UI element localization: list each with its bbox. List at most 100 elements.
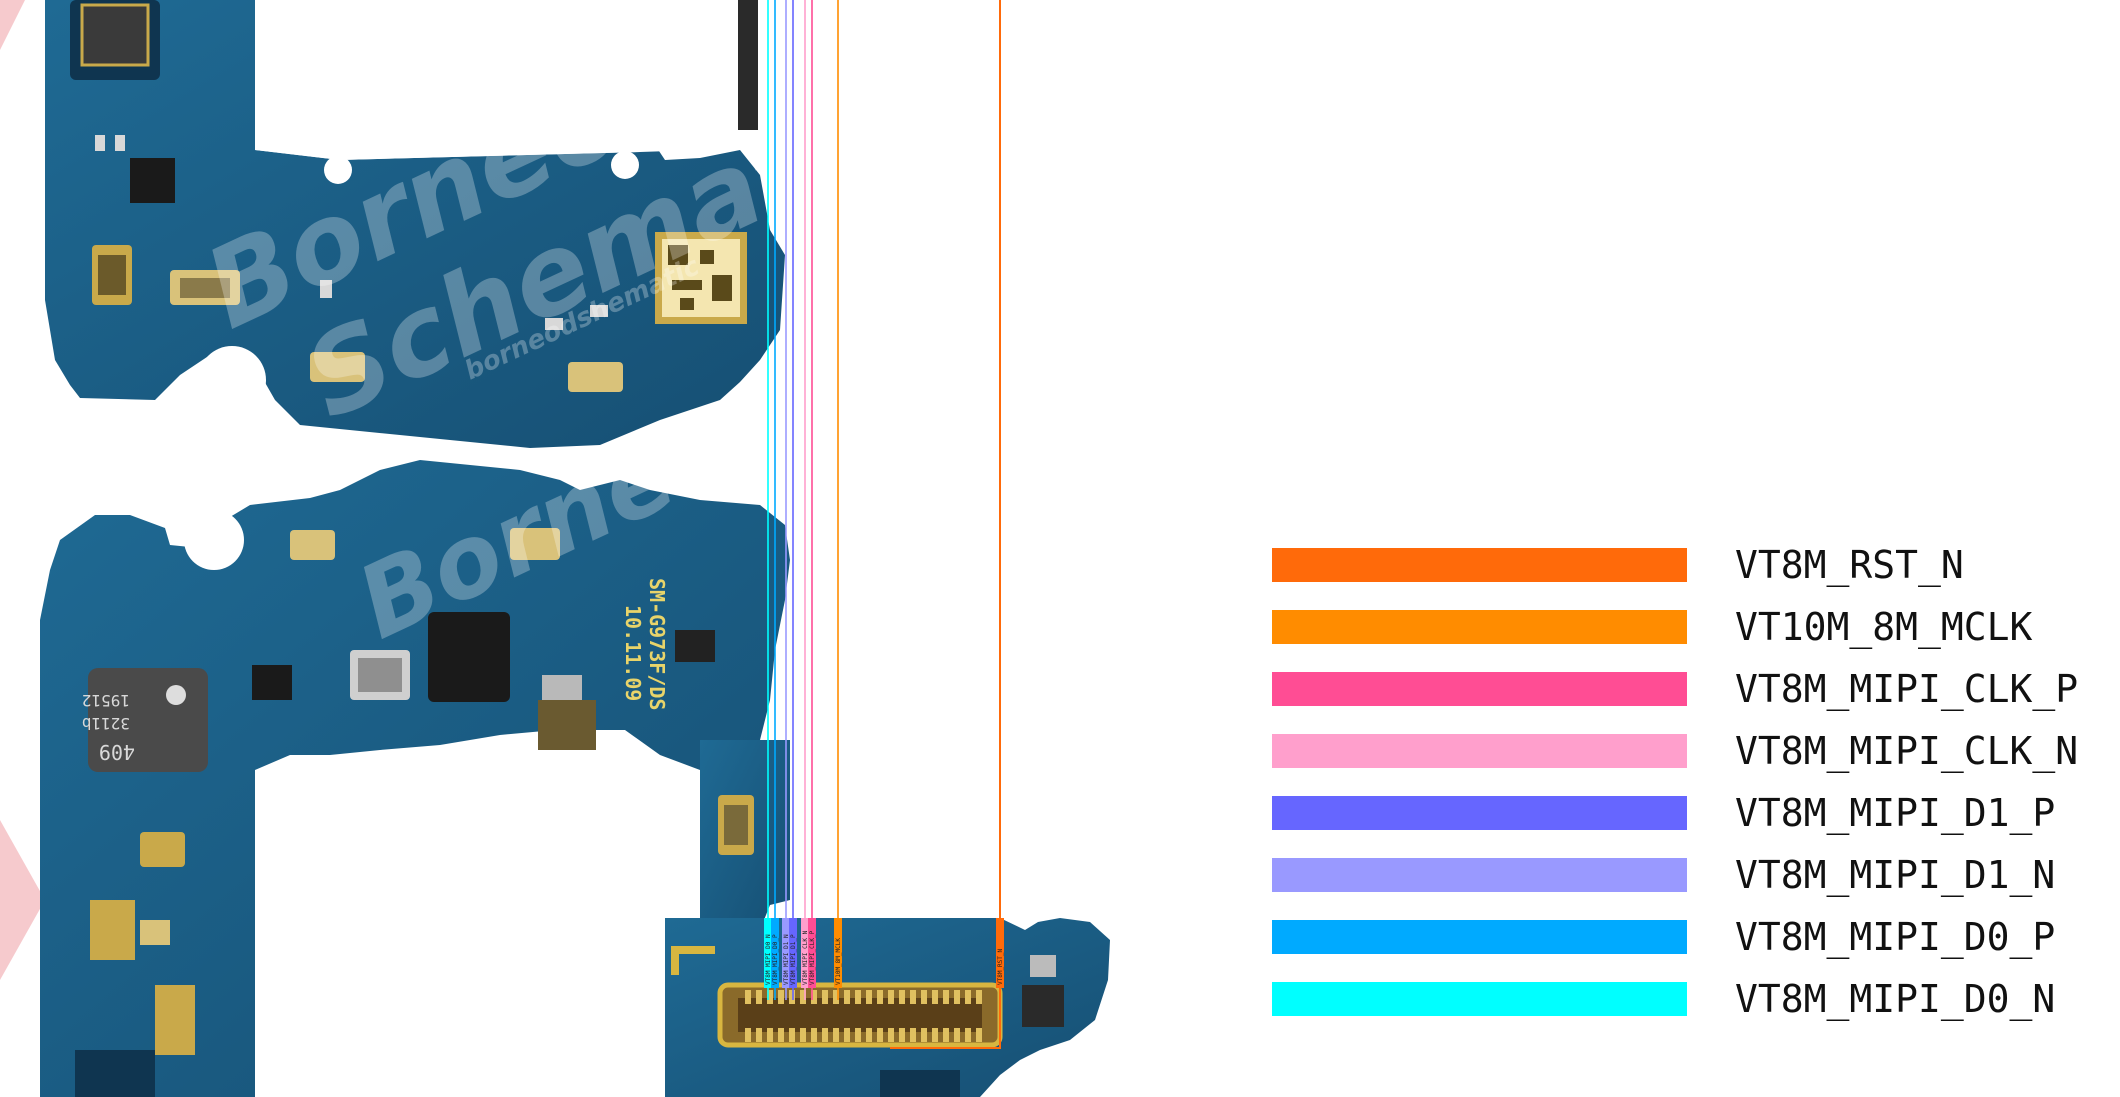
connector-pin [877,990,883,1004]
connector-pin [954,990,960,1004]
pin-tag-label: VT10M_8M_MCLK [835,938,842,985]
signal-trace [890,1000,1001,1049]
pin-tag [808,918,816,988]
legend-item: VT8M_MIPI_D1_P [1272,791,2092,835]
connector-pin [932,990,938,1004]
legend-label: VT8M_MIPI_CLK_N [1735,729,2079,773]
connector-pin [789,1028,795,1042]
legend-swatch [1272,610,1687,644]
connector-pin [745,1028,751,1042]
legend-item: VT8M_MIPI_CLK_P [1272,667,2092,711]
pin-tag-label: VT8M_MIPI_CLK_P [809,930,816,985]
ic-marking-1: 19512 [82,691,130,710]
legend-item: VT8M_MIPI_CLK_N [1272,729,2092,773]
corner-decoration [0,820,45,980]
legend-label: VT8M_MIPI_D1_P [1735,791,2056,835]
pin-tag-label: VT8M_RST_N [997,948,1004,985]
connector-pin [866,990,872,1004]
ic-marking-3: 409 [99,740,135,764]
connector-pin [899,1028,905,1042]
legend-label: VT8M_MIPI_D0_N [1735,977,2056,1021]
connector-pin [778,990,784,1004]
legend-label: VT8M_MIPI_D1_N [1735,853,2056,897]
legend-item: VT8M_MIPI_D0_N [1272,977,2092,1021]
legend-swatch [1272,796,1687,830]
connector-pin [954,1028,960,1042]
connector-pin [800,990,806,1004]
pin-tag [834,918,842,988]
connector-pin [855,1028,861,1042]
connector-pin [800,1028,806,1042]
legend-swatch [1272,672,1687,706]
pin-tag-label: VT8M_MIPI_D0_N [765,934,772,985]
connector-pin [910,990,916,1004]
connector-pin [811,1028,817,1042]
legend-item: VT8M_RST_N [1272,543,2092,587]
pin-tag [801,918,809,988]
connector-pin [976,990,982,1004]
silkscreen-date: 10.11.09 [621,605,645,701]
legend-label: VT8M_MIPI_D0_P [1735,915,2056,959]
connector-pin [767,990,773,1004]
connector-pin [855,990,861,1004]
legend-swatch [1272,982,1687,1016]
connector-pin [822,990,828,1004]
connector-pin [756,1028,762,1042]
connector-pin [943,1028,949,1042]
legend-item: VT8M_MIPI_D1_N [1272,853,2092,897]
lower-board: 19512 3211b 409 SM-G973F/DS 10.11.09 [40,460,790,1097]
legend-swatch [1272,858,1687,892]
ic-marking-2: 3211b [82,714,130,733]
connector-pin [888,1028,894,1042]
pin-tag [782,918,790,988]
pin-tag-label: VT8M_MIPI_D1_P [790,934,797,985]
connector-pin [767,1028,773,1042]
connector-pin [877,1028,883,1042]
connector-pin [976,1028,982,1042]
connector-pin [844,1028,850,1042]
connector-pin [921,1028,927,1042]
connector-pin [866,1028,872,1042]
connector-pins [745,990,982,1042]
connector-pin [921,990,927,1004]
pin-tag-label: VT8M_MIPI_D1_N [783,934,790,985]
upper-board [45,0,785,448]
connector-pin [910,1028,916,1042]
connector-pin [888,990,894,1004]
legend-label: VT8M_MIPI_CLK_P [1735,667,2079,711]
corner-decoration [0,0,25,50]
signal-lines [767,0,1001,1049]
legend-item: VT10M_8M_MCLK [1272,605,2092,649]
connector-pin [899,990,905,1004]
connector-pin [789,990,795,1004]
connector-pin [822,1028,828,1042]
pin-tag-label: VT8M_MIPI_CLK_N [802,930,809,985]
connector-pin [965,1028,971,1042]
legend-swatch [1272,920,1687,954]
legend-label: VT10M_8M_MCLK [1735,605,2033,649]
connector-pin [932,1028,938,1042]
connector-board [665,918,1110,1097]
connector-pin [833,990,839,1004]
pin-tag-label: VT8M_MIPI_D0_P [772,934,779,985]
pin-tag [771,918,779,988]
connector-pin [943,990,949,1004]
pin-tag [996,918,1004,988]
legend-swatch [1272,548,1687,582]
connector-pin [756,990,762,1004]
legend-item: VT8M_MIPI_D0_P [1272,915,2092,959]
connector-pin [745,990,751,1004]
legend-label: VT8M_RST_N [1735,543,1964,587]
silkscreen-model: SM-G973F/DS [645,578,669,710]
connector-pin [811,990,817,1004]
legend-swatch [1272,734,1687,768]
pin-tag [764,918,772,988]
pin-tag [789,918,797,988]
connector-pin [965,990,971,1004]
connector-pin [844,990,850,1004]
connector-pin [833,1028,839,1042]
connector-pin [778,1028,784,1042]
